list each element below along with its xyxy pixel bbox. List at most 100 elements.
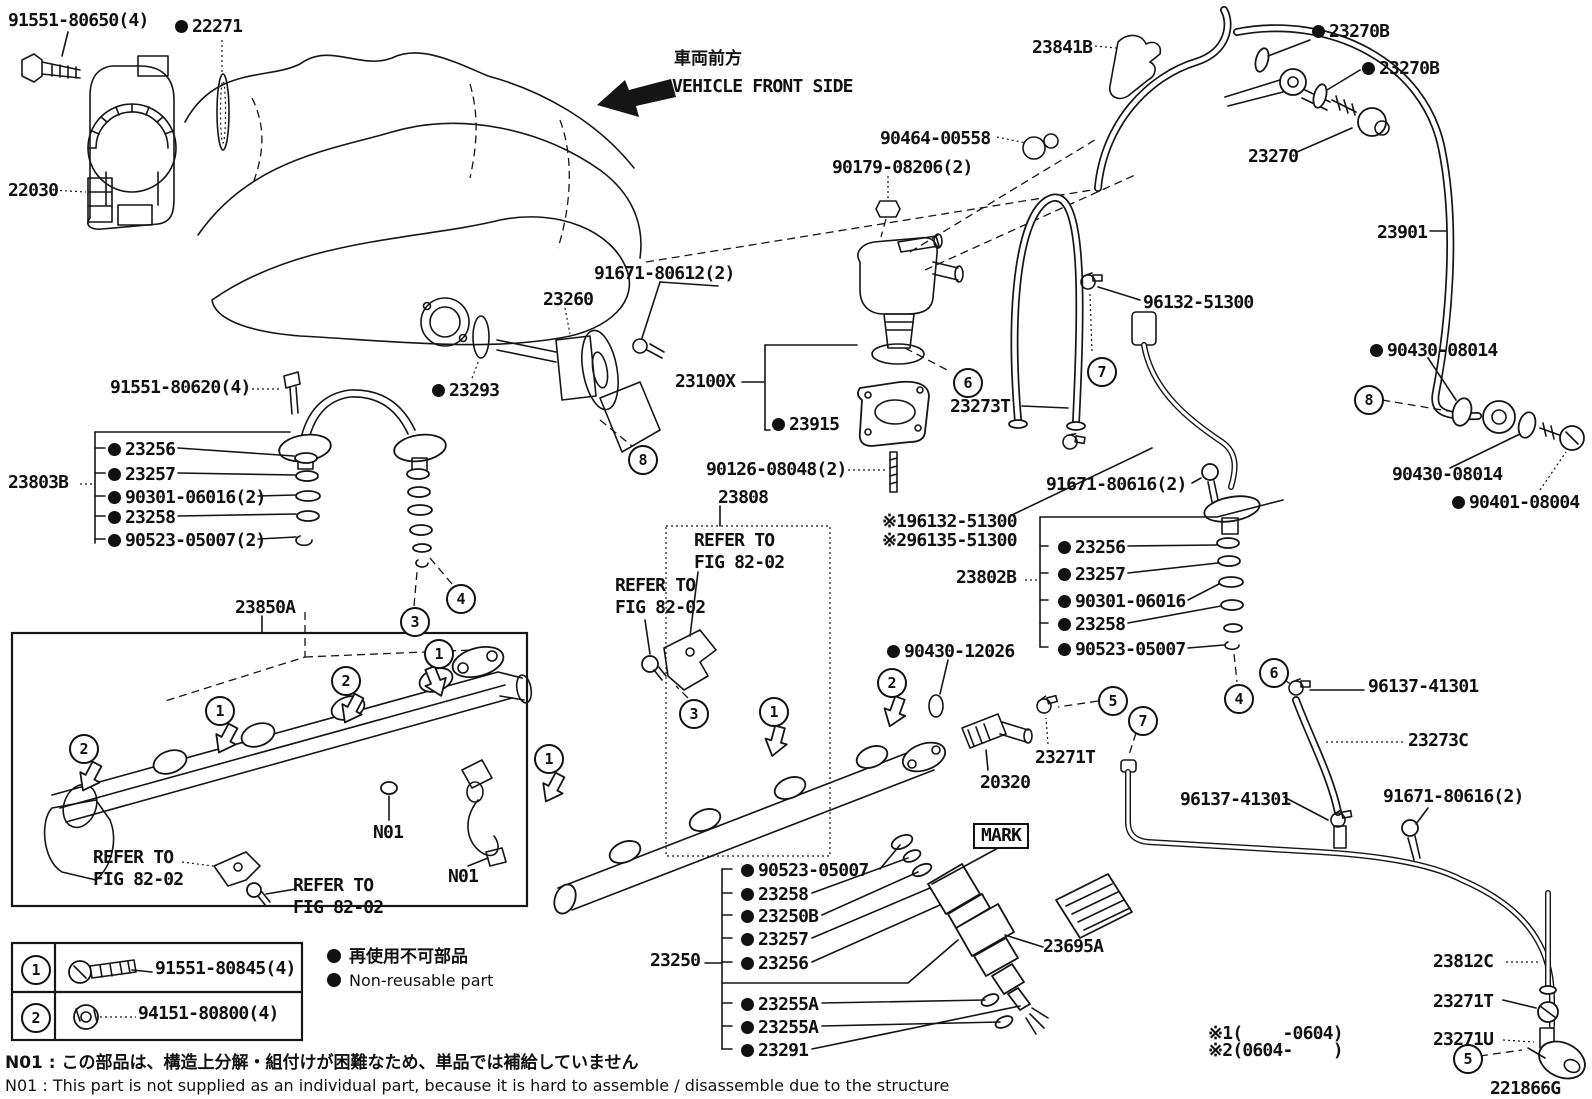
part-label-text: 23271T xyxy=(1035,747,1096,768)
cold-start-injector-art xyxy=(496,281,665,453)
callout-circle-1: 1 xyxy=(21,955,51,985)
part-label-9052305007: 90523-05007 xyxy=(741,860,869,882)
non-reusable-bullet-icon xyxy=(741,998,754,1011)
part-label-text: 96132-51300 xyxy=(1143,292,1254,313)
part-label-23271t: 23271T xyxy=(1433,991,1494,1013)
part-label-23850a: 23850A xyxy=(235,597,296,619)
part-label-text: 23256 xyxy=(125,439,176,460)
part-label-9613251300: 96132-51300 xyxy=(1143,292,1254,314)
non-reusable-bullet-icon xyxy=(741,864,754,877)
part-label-23271u: 23271U xyxy=(1433,1029,1494,1051)
part-label-text: 23260 xyxy=(543,289,594,310)
part-label-text-line2: FIG 82-02 xyxy=(93,869,184,890)
part-label-text-line2: FIG 82-02 xyxy=(615,597,706,618)
part-label-text: 23100X xyxy=(675,371,736,392)
part-label-text-line2: FIG 82-02 xyxy=(694,552,785,573)
part-label-23255a: 23255A xyxy=(741,1017,819,1039)
part-label-9040108004: 90401-08004 xyxy=(1452,492,1580,514)
part-label-91551806204: 91551-80620(4) xyxy=(110,377,251,399)
part-label-90301060162: 90301-06016(2) xyxy=(108,487,266,509)
return-pipe-art xyxy=(1120,678,1586,1080)
non-reusable-bullet-icon xyxy=(108,443,121,456)
non-reusable-bullet-icon xyxy=(1058,568,1071,581)
part-label-9046400558: 90464-00558 xyxy=(880,128,991,150)
injector-exploded-art xyxy=(704,833,1133,1050)
fuel-pipe-23802B-art xyxy=(1013,272,1284,683)
fuel-rail-box-art xyxy=(10,612,533,908)
part-label-23256: 23256 xyxy=(1058,537,1126,559)
part-label-text: ※296135-51300 xyxy=(882,530,1018,551)
non-reusable-bullet-icon xyxy=(741,1021,754,1034)
part-label-text: 23808 xyxy=(718,487,769,508)
part-label-text: REFER TO xyxy=(615,575,696,596)
part-label-23695a: 23695A xyxy=(1043,936,1104,958)
part-label-text: 90430-12026 xyxy=(904,641,1015,662)
part-label-text: ※196132-51300 xyxy=(882,511,1018,532)
part-label-20320: 20320 xyxy=(980,772,1031,794)
part-label-text: 23270B xyxy=(1379,58,1440,79)
part-label-text: 23257 xyxy=(758,929,809,950)
part-label-91671806162: 91671-80616(2) xyxy=(1046,474,1187,496)
non-reusable-bullet-icon xyxy=(1452,496,1465,509)
throttle-body-art xyxy=(21,31,230,230)
part-label-23257: 23257 xyxy=(741,929,809,951)
part-label-text: 23695A xyxy=(1043,936,1104,957)
part-label-text: 90464-00558 xyxy=(880,128,991,149)
part-label-22030: 22030 xyxy=(8,180,59,202)
part-label-text: 90430-08014 xyxy=(1392,464,1503,485)
part-label-23915: 23915 xyxy=(772,414,840,436)
part-label-text: 91551-80650(4) xyxy=(8,10,149,31)
part-label-text: MARK xyxy=(981,825,1022,846)
part-label-text: 90523-05007(2) xyxy=(125,530,266,551)
non-reusable-bullet-icon xyxy=(1058,595,1071,608)
part-label-23258: 23258 xyxy=(741,884,809,906)
callout-circle-2: 2 xyxy=(69,734,99,764)
n01-note-jp: N01 : この部品は、構造上分解・組付けが困難なため、単品では補給していません xyxy=(5,1053,639,1073)
part-label-text: 23270 xyxy=(1248,146,1299,167)
part-label-n01: N01 xyxy=(448,866,479,888)
callout-circle-7: 7 xyxy=(1128,706,1158,736)
part-label-23808: 23808 xyxy=(718,487,769,509)
part-label-text: 23257 xyxy=(125,464,176,485)
part-label-text: N01 xyxy=(448,866,479,887)
callout-circle-2: 2 xyxy=(877,668,907,698)
part-label-text: 23258 xyxy=(1075,614,1126,635)
part-label-23258: 23258 xyxy=(108,507,176,529)
callout-circle-1: 1 xyxy=(534,744,564,774)
callout-circle-5: 5 xyxy=(1098,686,1128,716)
part-label-9043008014: 90430-08014 xyxy=(1392,464,1503,486)
part-label-23256: 23256 xyxy=(741,953,809,975)
part-label-text: 91671-80612(2) xyxy=(594,263,735,284)
part-label-23250b: 23250B xyxy=(741,906,819,928)
callout-circle-2: 2 xyxy=(21,1003,51,1033)
non-reusable-bullet-icon xyxy=(1058,541,1071,554)
callout-circle-4: 4 xyxy=(446,584,476,614)
non-reusable-bullet-icon xyxy=(108,534,121,547)
part-label-91671806162: 91671-80616(2) xyxy=(1383,786,1524,808)
non-reusable-bullet-icon xyxy=(1058,618,1071,631)
part-label-text: 90401-08004 xyxy=(1469,492,1580,513)
part-label-text: ※2(0604- ) xyxy=(1208,1040,1344,1061)
part-label-23812c: 23812C xyxy=(1433,951,1494,973)
part-label-text: 23291 xyxy=(758,1040,809,1061)
part-label-text: 23802B xyxy=(956,567,1017,588)
part-label-: 車両前方 xyxy=(674,48,742,70)
part-label-text: 23271U xyxy=(1433,1029,1494,1050)
part-label-text: 車両前方 xyxy=(674,49,742,69)
part-label-19613251300: ※196132-51300 xyxy=(882,511,1018,533)
misc-leader-lines xyxy=(659,281,719,287)
part-label-text: 23270B xyxy=(1329,21,1390,42)
part-label-9043008014: 90430-08014 xyxy=(1370,340,1498,362)
part-label-23256: 23256 xyxy=(108,439,176,461)
callout-circle-8: 8 xyxy=(1354,385,1384,415)
intake-manifold-art xyxy=(184,52,1093,379)
callout-circle-3: 3 xyxy=(679,699,709,729)
callout-circle-2: 2 xyxy=(331,666,361,696)
non-reusable-bullet-icon xyxy=(887,645,900,658)
part-label-text: 23271T xyxy=(1433,991,1494,1012)
part-label-text: 23273C xyxy=(1408,730,1469,751)
